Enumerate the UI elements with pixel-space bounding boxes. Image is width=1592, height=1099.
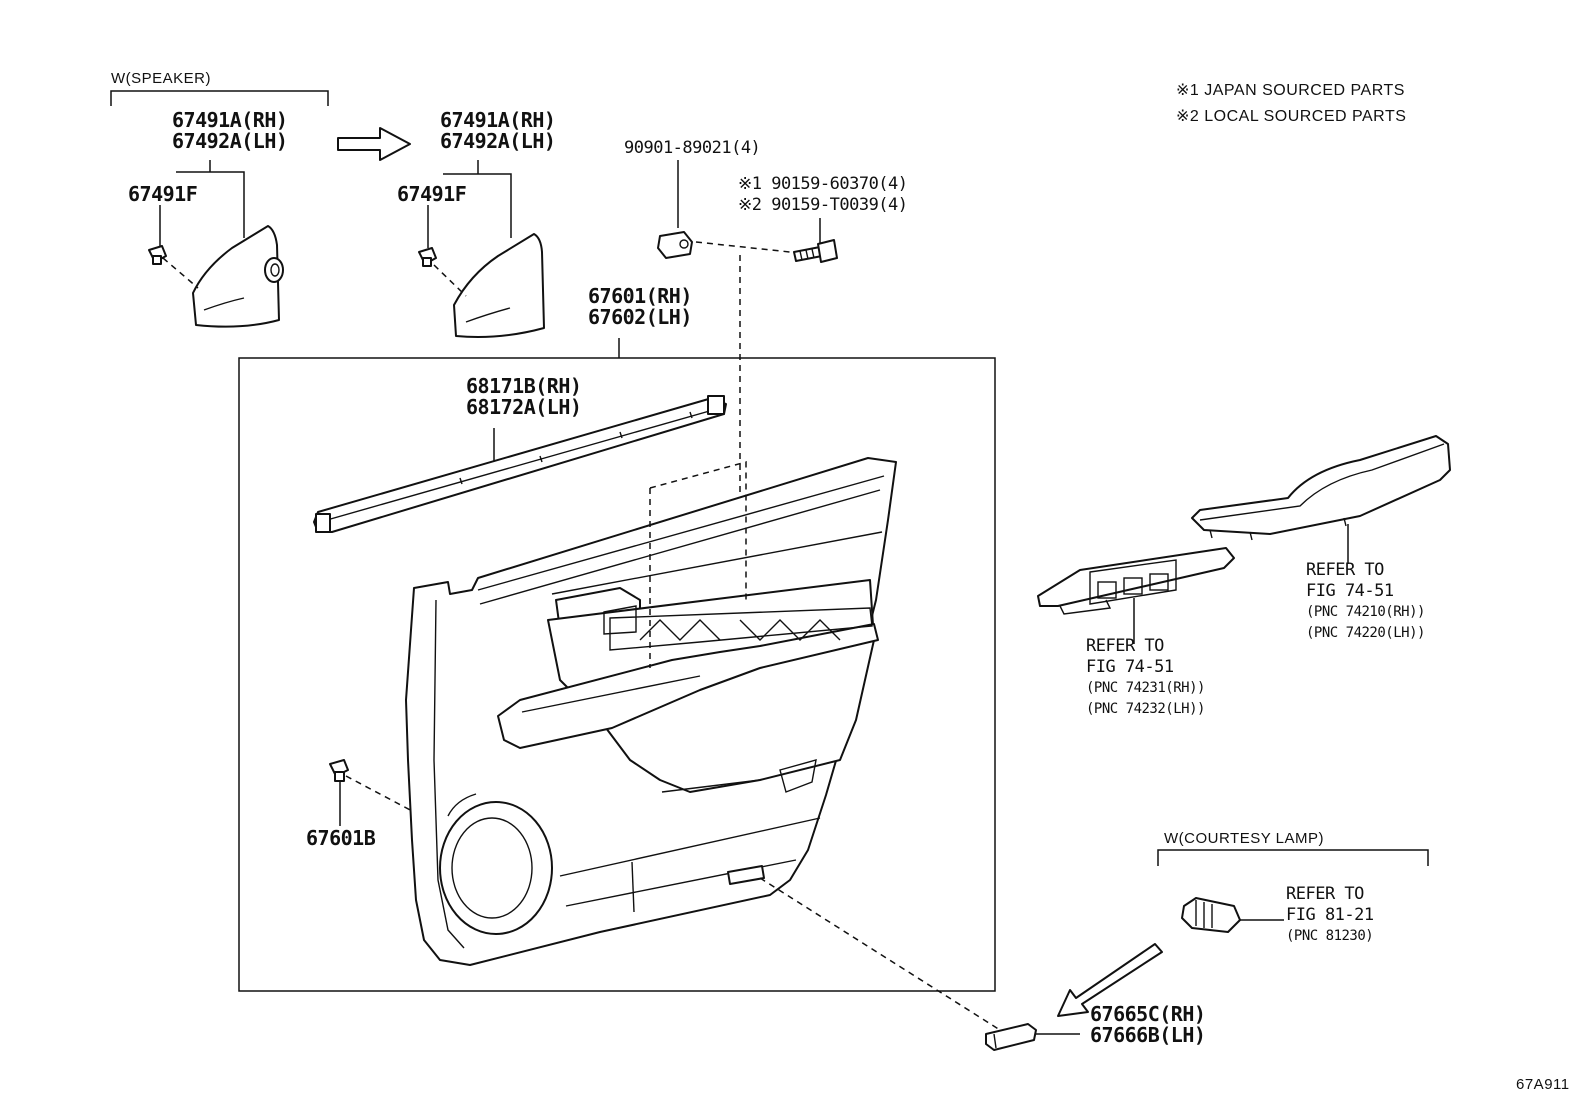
figure-id: 67A911 xyxy=(1516,1076,1570,1093)
label-67491f-left: 67491F xyxy=(128,182,198,206)
speaker-cover-right xyxy=(433,160,545,338)
label-67491f-right: 67491F xyxy=(397,182,467,206)
label-90159: ※1 90159-60370(4) ※2 90159-T0039(4) xyxy=(738,174,908,215)
ref-courtesy-lamp: REFER TO FIG 81-21 (PNC 81230) xyxy=(1286,884,1374,944)
arrow-right-icon xyxy=(337,127,411,161)
note-local-sourced: ※2 LOCAL SOURCED PARTS xyxy=(1176,108,1407,125)
armrest-pad xyxy=(1191,435,1451,564)
group-label-speaker: W(SPEAKER) xyxy=(111,70,212,87)
arrow-down-left-icon xyxy=(1057,943,1163,1017)
clip-67491f-right xyxy=(418,205,437,267)
clip-67601b xyxy=(329,759,415,826)
screw-90159 xyxy=(793,218,838,263)
label-speaker-cover-right: 67491A(RH) 67492A(LH) xyxy=(440,108,556,153)
door-trim-board-frame xyxy=(238,357,996,992)
label-90901: 90901-89021(4) xyxy=(624,138,761,158)
courtesy-lamp xyxy=(1181,897,1284,933)
label-speaker-cover-left: 67491A(RH) 67492A(LH) xyxy=(172,108,288,153)
label-weatherstrip: 68171B(RH) 68172A(LH) xyxy=(466,374,582,419)
lens-67665c xyxy=(985,1023,1080,1051)
label-door-trim-board: 67601(RH) 67602(LH) xyxy=(588,284,692,329)
ref-armrest: REFER TO FIG 74-51 (PNC 74210(RH)) (PNC … xyxy=(1306,560,1425,641)
speaker-cover-left xyxy=(162,160,284,328)
label-lens: 67665C(RH) 67666B(LH) xyxy=(1090,1002,1206,1047)
note-japan-sourced: ※1 JAPAN SOURCED PARTS xyxy=(1176,82,1405,99)
speaker-group-bracket xyxy=(110,90,329,106)
courtesy-lamp-group-bracket xyxy=(1157,849,1429,866)
label-67601b: 67601B xyxy=(306,826,376,850)
group-label-courtesy-lamp: W(COURTESY LAMP) xyxy=(1164,830,1324,847)
ref-switch-base: REFER TO FIG 74-51 (PNC 74231(RH)) (PNC … xyxy=(1086,636,1205,717)
switch-base xyxy=(1037,547,1235,644)
clip-67491f-left xyxy=(148,205,167,265)
door-trim-board xyxy=(405,457,1001,1031)
weatherstrip-68171b xyxy=(313,395,727,533)
